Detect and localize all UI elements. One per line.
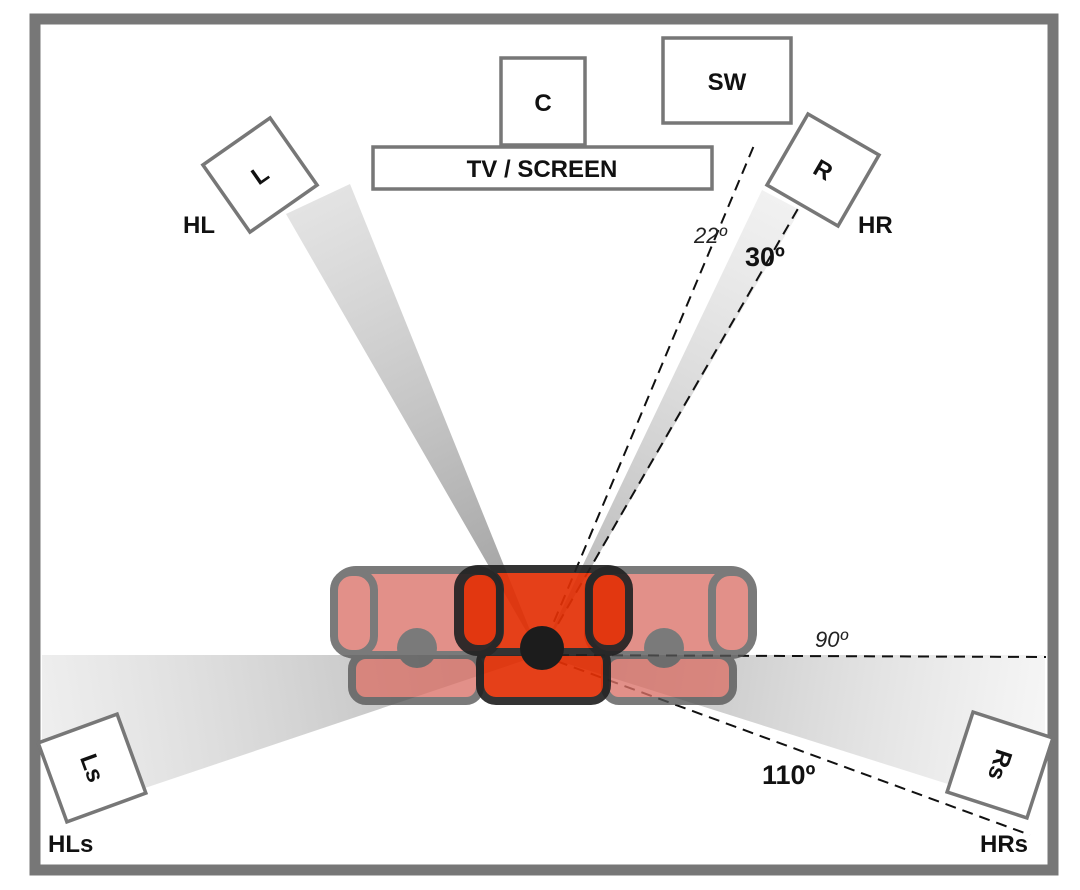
tv-screen (371, 145, 714, 191)
height-left-surround-label: HLs (48, 831, 93, 858)
angle-90-label: 90º (815, 627, 848, 652)
front-angle-30-line (539, 199, 804, 656)
angle-22-label: 22º (693, 223, 727, 248)
surround-left-speaker: Ls (35, 711, 149, 825)
height-right-label: HR (858, 212, 893, 239)
tv-screen-label: TV / SCREEN (467, 156, 618, 183)
center-speaker (499, 56, 587, 147)
listener-position (520, 626, 564, 670)
height-left-label: HL (183, 212, 215, 239)
side-angle-90-line (539, 654, 1047, 658)
front-left-coverage (286, 184, 540, 655)
surround-angle-110-line (539, 654, 1031, 836)
center-speaker-label: C (534, 90, 551, 117)
front-left-speaker: L (200, 115, 320, 235)
front-right-coverage (540, 190, 800, 655)
height-right-surround-label: HRs (980, 831, 1028, 858)
subwoofer-label: SW (708, 69, 747, 96)
angle-30-label: 30º (745, 242, 785, 272)
surround-right-speaker: Rs (944, 709, 1056, 821)
front-right-speaker: R (764, 111, 882, 229)
subwoofer (661, 36, 793, 125)
angle-110-label: 110º (762, 760, 816, 790)
